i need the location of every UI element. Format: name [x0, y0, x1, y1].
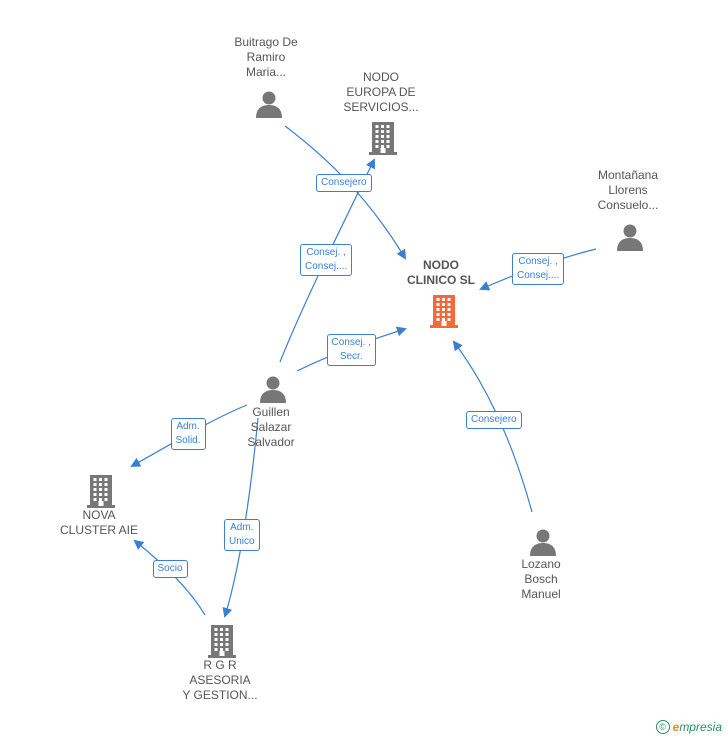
edge-label-lozano-to-nodo-clinico[interactable]: Consejero: [466, 411, 522, 429]
edge-label-guillen-to-rgr[interactable]: Adm. Unico: [224, 519, 260, 551]
brand-initial: e: [672, 720, 680, 734]
edge-label-rgr-to-nova-cluster[interactable]: Socio: [152, 560, 188, 578]
person-icon[interactable]: [254, 89, 284, 124]
node-label[interactable]: Guillen Salazar Salvador: [247, 405, 295, 449]
building-icon[interactable]: [207, 624, 237, 663]
person-icon[interactable]: [528, 527, 558, 562]
edge-label-guillen-to-nodo-clinico[interactable]: Consej. , Secr.: [326, 334, 376, 366]
node-label[interactable]: NODO CLINICO SL: [407, 258, 475, 287]
footer-brand: ©empresia: [655, 719, 722, 734]
node-label[interactable]: NOVA CLUSTER AIE: [59, 508, 139, 537]
person-icon[interactable]: [258, 374, 288, 409]
brand-logo: empresia: [673, 720, 722, 734]
node-label[interactable]: R G R ASESORIA Y GESTION...: [182, 658, 258, 702]
building-icon[interactable]: [86, 474, 116, 513]
building-icon[interactable]: [429, 294, 459, 333]
brand-name: mpresia: [679, 720, 722, 734]
copyright-icon: ©: [655, 720, 670, 734]
node-label[interactable]: NODO EUROPA DE SERVICIOS...: [343, 70, 419, 114]
person-icon[interactable]: [615, 222, 645, 257]
building-icon[interactable]: [368, 121, 398, 160]
edge-label-guillen-to-nodo-europa[interactable]: Consej. , Consej....: [300, 244, 353, 276]
node-label[interactable]: Montañana Llorens Consuelo...: [597, 168, 659, 212]
edge-label-montanana-to-nodo-clinico[interactable]: Consej. , Consej....: [512, 253, 565, 285]
node-label[interactable]: Buitrago De Ramiro Maria...: [234, 35, 298, 79]
edge-rgr-to-nova-cluster: [133, 539, 206, 616]
edge-label-buitrago-to-nodo-clinico[interactable]: Consejero: [316, 174, 372, 192]
edge-label-guillen-to-nova-cluster[interactable]: Adm. Solid.: [170, 418, 206, 450]
node-label[interactable]: Lozano Bosch Manuel: [521, 557, 561, 601]
